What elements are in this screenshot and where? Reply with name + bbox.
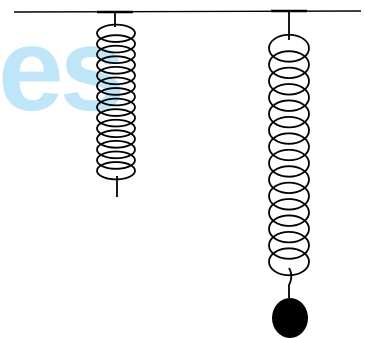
unloaded-spring-coil (96, 129, 136, 149)
loaded-spring-coil (268, 66, 310, 96)
loaded-spring-coil (268, 83, 310, 112)
unloaded-spring-coil (96, 44, 136, 65)
unloaded-spring-coil (96, 23, 136, 43)
unloaded-spring-coil (96, 76, 136, 96)
unloaded-spring-coil (96, 150, 136, 170)
unloaded-spring-coil (96, 161, 136, 181)
unloaded-spring-coil (96, 87, 136, 107)
unloaded-spring-coil (96, 55, 136, 75)
loaded-spring-coil (268, 33, 310, 63)
loaded-spring (268, 33, 310, 277)
loaded-spring-coil (268, 230, 310, 260)
unloaded-spring-coil (96, 66, 136, 86)
right-spring-mount (271, 9, 307, 40)
hanging-mass (272, 298, 308, 338)
unloaded-spring-coil (96, 97, 136, 117)
loaded-spring-coil (268, 132, 310, 162)
unloaded-spring-coil (96, 108, 136, 128)
loaded-spring-coil (268, 181, 310, 211)
loaded-spring-coil (268, 50, 310, 80)
loaded-spring-coil (268, 165, 310, 195)
loaded-spring-coil (268, 99, 310, 129)
ceiling-line (13, 10, 362, 13)
right-spring-hook (288, 267, 293, 298)
loaded-spring-coil (268, 214, 310, 244)
unloaded-spring-coil (96, 140, 136, 160)
loaded-spring-coil (268, 247, 310, 277)
unloaded-spring-coil (96, 34, 136, 54)
unloaded-spring-coil (96, 118, 136, 138)
unloaded-spring (96, 23, 136, 181)
loaded-spring-coil (268, 148, 310, 178)
loaded-spring-coil (268, 115, 310, 145)
loaded-spring-coil (268, 198, 310, 227)
